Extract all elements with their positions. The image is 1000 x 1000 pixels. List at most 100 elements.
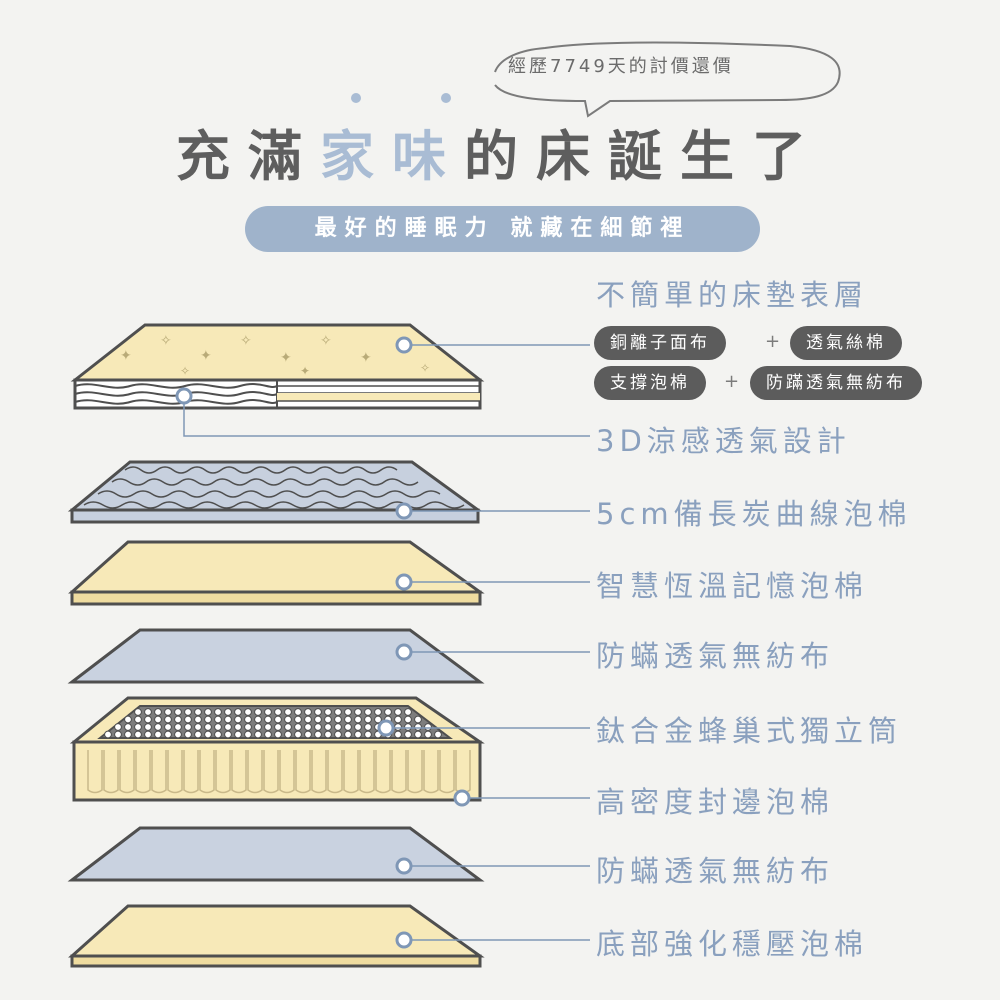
spring-coil: [104, 730, 112, 739]
spring-coil: [294, 730, 302, 739]
spring-coil: [284, 715, 292, 724]
spring-coil: [154, 708, 162, 716]
nonwoven-bottom-layer-illustration: [67, 826, 485, 882]
svg-text:✦: ✦: [200, 348, 212, 364]
spring-coil: [204, 723, 212, 731]
spring-pocket: [215, 750, 231, 794]
spring-coil: [344, 730, 352, 739]
spring-coil: [324, 715, 332, 724]
accent-dot: [441, 93, 451, 103]
spring-coil: [294, 723, 302, 731]
spring-coil: [194, 723, 202, 731]
layer-label: 5cm備長炭曲線泡棉: [596, 497, 912, 531]
spring-coil: [264, 730, 272, 739]
spring-coil: [134, 708, 142, 716]
spring-coil: [214, 708, 222, 716]
spring-pocket: [183, 750, 199, 794]
spring-pocket: [439, 750, 455, 794]
spring-coil: [314, 730, 322, 739]
svg-text:✧: ✧: [180, 364, 190, 378]
spring-pocket: [279, 750, 295, 794]
spring-coil: [404, 715, 412, 724]
spring-coil: [254, 723, 262, 731]
spring-coil: [224, 715, 232, 724]
spring-coil: [304, 723, 312, 731]
spring-pocket: [151, 750, 167, 794]
spring-coil: [154, 723, 162, 731]
spring-coil: [134, 730, 142, 739]
spring-coil: [184, 708, 192, 716]
component-chip: 支撐泡棉: [596, 368, 704, 398]
top-layer-label: 不簡單的床墊表層: [596, 278, 869, 312]
layer-label: 防蟎透氣無紡布: [596, 854, 835, 888]
spring-coil: [354, 730, 362, 739]
spring-coil: [334, 723, 342, 731]
spring-coil: [264, 723, 272, 731]
spring-pocket: [119, 750, 135, 794]
spring-coil: [144, 730, 152, 739]
wavy-foam-layer-illustration: [67, 460, 483, 524]
spring-coil: [184, 715, 192, 724]
spring-coil: [164, 723, 172, 731]
spring-pocket: [199, 750, 215, 794]
component-chip: 防蹣透氣無紡布: [752, 368, 920, 398]
spring-coil: [204, 708, 212, 716]
svg-text:✧: ✧: [420, 361, 430, 375]
spring-coil: [134, 723, 142, 731]
layer-label: 防蟎透氣無紡布: [596, 639, 835, 673]
spring-pocket: [359, 750, 375, 794]
spring-pocket: [423, 750, 439, 794]
spring-coil: [384, 708, 392, 716]
spring-coil: [214, 730, 222, 739]
spring-coil: [344, 723, 352, 731]
accent-dot: [351, 93, 361, 103]
spring-coil: [274, 715, 282, 724]
spring-coil: [234, 723, 242, 731]
component-chip: 透氣絲棉: [792, 328, 900, 358]
spring-coil: [184, 723, 192, 731]
spring-coil: [254, 730, 262, 739]
spring-coil: [364, 708, 372, 716]
spring-coil: [114, 723, 122, 731]
layer-label: 3D涼感透氣設計: [596, 424, 851, 458]
plus-sign: +: [765, 331, 781, 352]
spring-coil: [334, 730, 342, 739]
spring-coil: [314, 708, 322, 716]
spring-coil: [244, 708, 252, 716]
spring-pocket: [375, 750, 391, 794]
spring-pocket: [295, 750, 311, 794]
spring-coil: [394, 715, 402, 724]
spring-coil: [414, 723, 422, 731]
spring-pocket: [87, 750, 103, 794]
speech-bubble-text: 經歷7749天的討價還價: [508, 56, 734, 77]
spring-coil: [244, 723, 252, 731]
spring-coil: [254, 715, 262, 724]
spring-pocket: [231, 750, 247, 794]
connector-lines: [183, 344, 590, 941]
svg-text:✧: ✧: [240, 333, 252, 349]
spring-pocket: [391, 750, 407, 794]
spring-coil: [414, 715, 422, 724]
spring-pocket: [343, 750, 359, 794]
spring-coil: [304, 730, 312, 739]
spring-pocket: [247, 750, 263, 794]
spring-coil: [174, 730, 182, 739]
spring-coil: [304, 708, 312, 716]
svg-text:✦: ✦: [360, 350, 372, 366]
spring-coil: [194, 730, 202, 739]
spring-coil: [224, 708, 232, 716]
spring-coil: [394, 723, 402, 731]
spring-coil: [394, 708, 402, 716]
spring-coil: [234, 730, 242, 739]
spring-coil: [314, 723, 322, 731]
spring-coil: [344, 708, 352, 716]
spring-coil: [174, 708, 182, 716]
spring-coil: [124, 730, 132, 739]
spring-pocket: [407, 750, 423, 794]
spring-coil: [334, 708, 342, 716]
page-title: 充滿家味的床誕生了: [0, 112, 1000, 191]
spring-coil: [434, 730, 442, 739]
spring-coil: [404, 730, 412, 739]
speech-bubble-outline: [494, 41, 841, 118]
